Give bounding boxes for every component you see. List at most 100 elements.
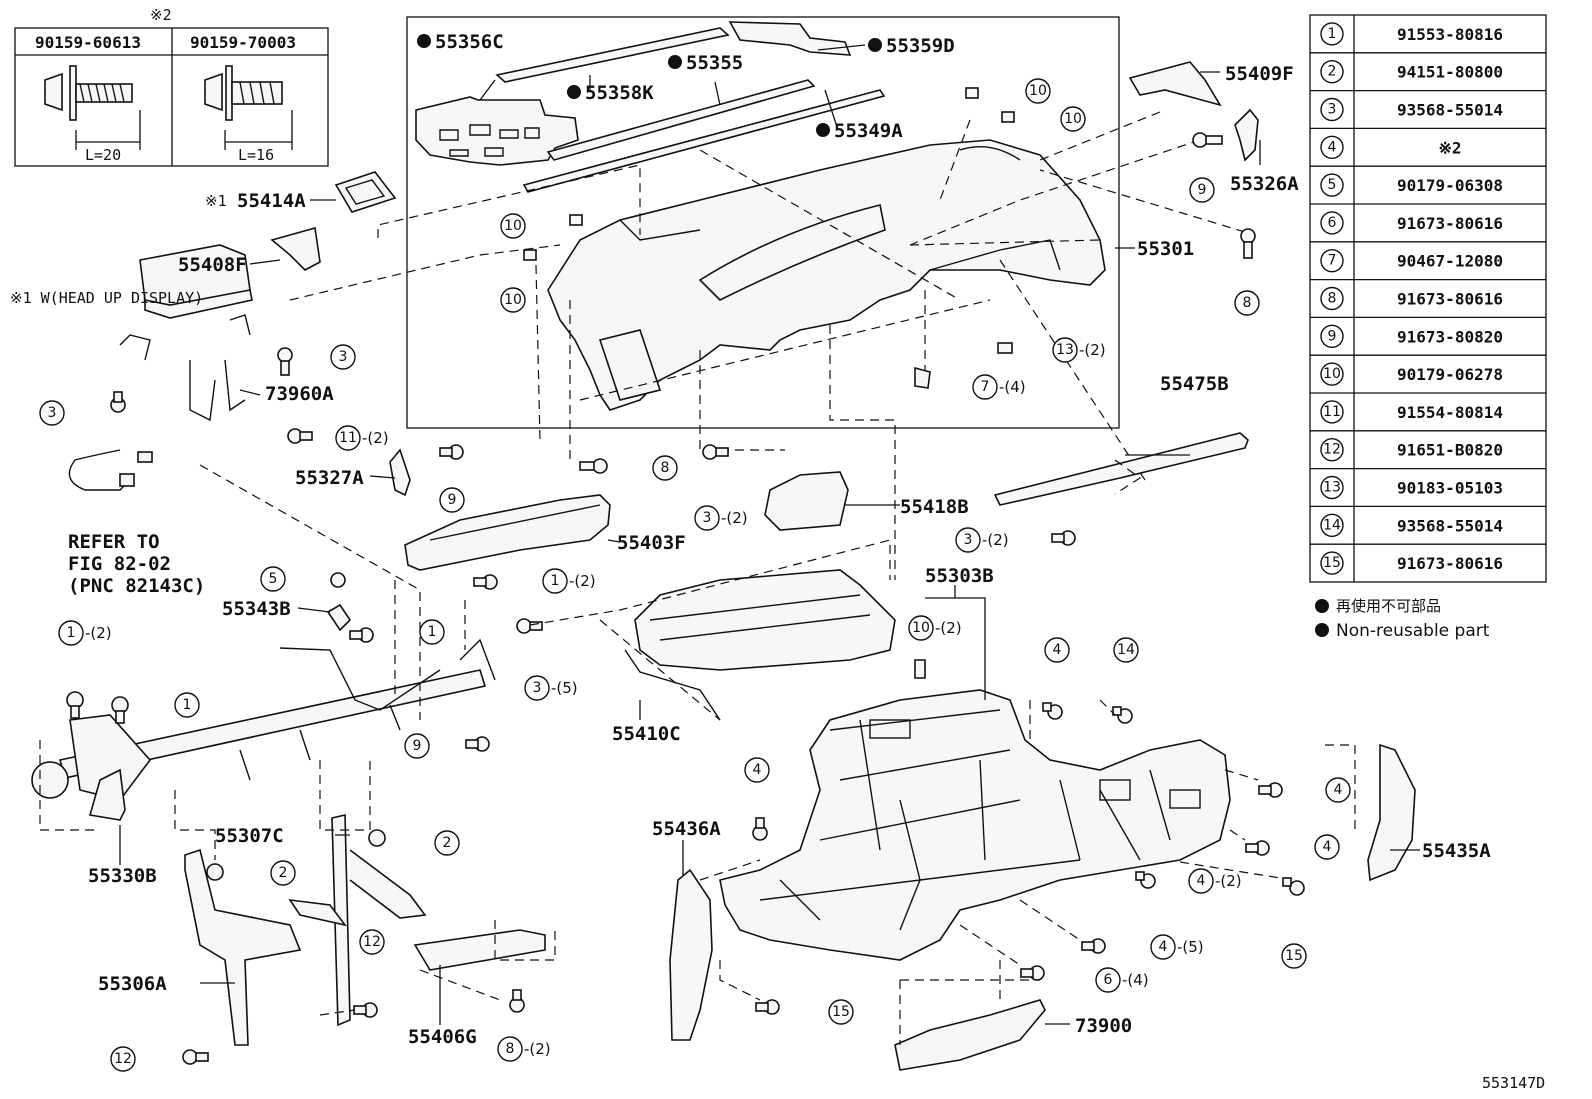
strip-55355 xyxy=(546,79,816,161)
callout-circle xyxy=(404,733,430,759)
bolt-icon xyxy=(287,428,313,444)
fastener-box-note: ※2 xyxy=(150,6,172,24)
panel-55435a xyxy=(1367,743,1416,882)
table-num: 13 xyxy=(1323,480,1341,496)
callout-number: 10 xyxy=(504,218,522,234)
label-55306a: 55306A xyxy=(98,973,167,995)
callout-circle xyxy=(744,757,770,783)
bolt-icon xyxy=(1081,938,1106,954)
cap-55409f xyxy=(1128,61,1222,107)
table-num-circle xyxy=(1320,551,1344,575)
table-num-circle xyxy=(1320,324,1344,348)
table-part-number: 91553-80816 xyxy=(1397,25,1503,44)
table-num: 8 xyxy=(1328,291,1337,307)
bracket-55475b xyxy=(993,432,1249,506)
table-num: 6 xyxy=(1328,215,1337,231)
callout-number: 15 xyxy=(832,1004,850,1020)
table-part-number: 90467-12080 xyxy=(1397,252,1503,271)
bolt-icon xyxy=(182,1049,209,1065)
bracket-55327a xyxy=(389,448,411,497)
bolt-icon xyxy=(755,999,780,1015)
callout-number: 15 xyxy=(1285,948,1303,964)
fastener-box-length-2: L=16 xyxy=(238,146,274,164)
table-num-circle xyxy=(1320,286,1344,311)
callout-circle xyxy=(1025,78,1051,104)
brace-55306a xyxy=(184,848,302,1046)
callout-quantity: -(2) xyxy=(935,619,962,637)
callout-number: 9 xyxy=(1198,182,1207,198)
callout-number: 10 xyxy=(912,620,930,636)
clip-icon xyxy=(569,214,583,226)
label-55475b: 55475B xyxy=(1160,373,1229,395)
bolt-icon xyxy=(1245,840,1270,856)
clip-icon xyxy=(914,366,931,389)
legend-en: Non-reusable part xyxy=(1336,621,1490,641)
callout-circle xyxy=(1189,177,1215,203)
bolt-icon xyxy=(439,444,464,460)
callout-number: 2 xyxy=(279,865,288,881)
bolt-icon xyxy=(1192,132,1223,148)
callout-number: 4 xyxy=(1323,839,1332,855)
callout-circle xyxy=(1095,967,1121,993)
bolt-icon xyxy=(1240,228,1256,259)
callout-number: 3 xyxy=(533,680,542,696)
clip-icon xyxy=(965,87,979,99)
bolt-icon xyxy=(1112,706,1133,724)
bolt-icon xyxy=(1042,702,1063,720)
callout-number: 1 xyxy=(183,697,192,713)
callout-number: 10 xyxy=(1029,83,1047,99)
callout-quantity: -(5) xyxy=(1177,938,1204,956)
callout-quantity: -(2) xyxy=(569,572,596,590)
callout-number: 10 xyxy=(504,292,522,308)
callout-number: 11 xyxy=(339,430,357,446)
frame-55303b xyxy=(719,689,1231,961)
label-55406g: 55406G xyxy=(408,1026,477,1048)
wire-harness xyxy=(68,449,131,491)
bolt-icon xyxy=(509,989,525,1013)
callout-number: 4 xyxy=(1053,642,1062,658)
label-55410c: 55410C xyxy=(612,723,681,745)
callout-number: 4 xyxy=(1197,873,1206,889)
callout-circle xyxy=(828,999,854,1025)
callout-quantity: -(2) xyxy=(982,531,1009,549)
fastener-box-part-2: 90159-70003 xyxy=(190,33,296,52)
callout-number: 4 xyxy=(1334,782,1343,798)
label-55414a: 55414A xyxy=(237,190,306,212)
strip-55349a xyxy=(522,89,886,193)
callout-quantity: -(2) xyxy=(85,624,112,642)
label-55326a: 55326A xyxy=(1230,173,1299,195)
table-part-number: 91673-80616 xyxy=(1397,290,1503,309)
bolt-icon xyxy=(1020,965,1045,981)
label-55330b: 55330B xyxy=(88,865,157,887)
callout-circle xyxy=(500,213,526,239)
part-55414a xyxy=(334,171,397,213)
callout-circle xyxy=(434,830,460,856)
callout-circle xyxy=(110,1046,136,1072)
callout-circle xyxy=(1314,834,1340,860)
table-part-number: 94151-80800 xyxy=(1397,63,1503,82)
table-num: 3 xyxy=(1328,102,1337,118)
callout-circle xyxy=(652,455,678,481)
callout-circle xyxy=(39,400,65,426)
fastener-box: ※2 90159-60613 90159-70003 L=20 L=16 xyxy=(14,6,329,167)
part-55418b xyxy=(764,471,849,531)
callout-number: 2 xyxy=(443,835,452,851)
bolt-icon xyxy=(66,691,84,719)
label-55418b: 55418B xyxy=(900,496,969,518)
label-55303b: 55303B xyxy=(925,565,994,587)
callout-circle xyxy=(1052,337,1078,363)
table-num-circle xyxy=(1320,513,1344,537)
part-55359d xyxy=(728,21,852,56)
bolt-icon xyxy=(353,1002,378,1018)
clip-icon xyxy=(914,659,926,679)
label-55349a: 55349A xyxy=(834,120,903,142)
clip-icon xyxy=(1001,111,1015,123)
label-55435a: 55435A xyxy=(1422,840,1491,862)
reinforcement-bar xyxy=(31,638,496,801)
callout-circle xyxy=(542,568,568,594)
table-num: 12 xyxy=(1323,442,1341,458)
hud-unit-73960a xyxy=(119,244,253,422)
bolt-icon xyxy=(465,736,490,752)
